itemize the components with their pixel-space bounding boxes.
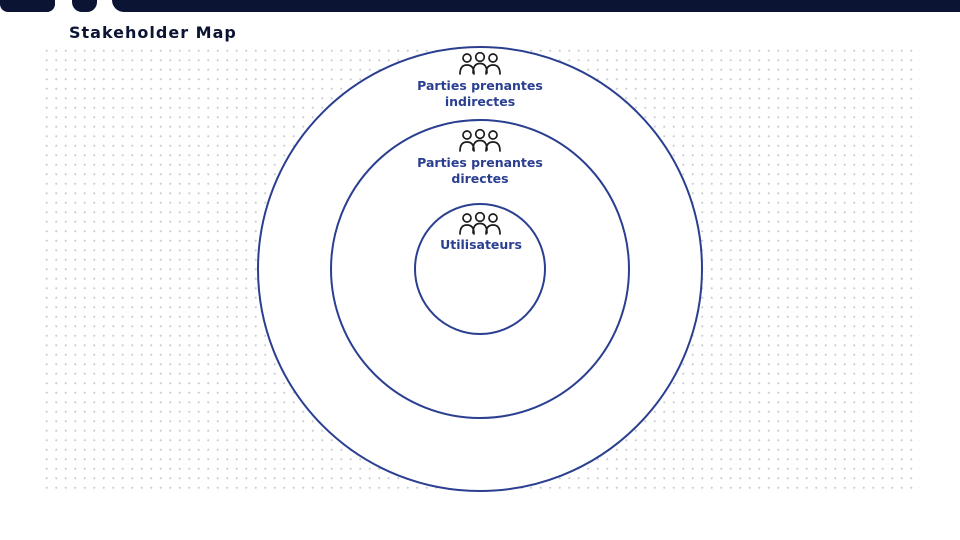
header-tab-left [0,0,55,12]
header-tab-main [112,0,960,12]
people-group-icon [459,128,501,152]
ring-outer-label-line2: indirectes [445,94,515,109]
people-group-icon [459,51,501,75]
ring-inner[interactable] [414,203,546,335]
ring-inner-label: Utilisateurs [440,237,522,252]
header-tab-small [72,0,97,12]
people-group-icon [459,211,501,235]
ring-middle-label-line2: directes [451,171,508,186]
ring-middle-label-line1: Parties prenantes [417,155,543,170]
header-bar [0,0,960,14]
ring-outer-label-line1: Parties prenantes [417,78,543,93]
page-title: Stakeholder Map [69,23,237,42]
